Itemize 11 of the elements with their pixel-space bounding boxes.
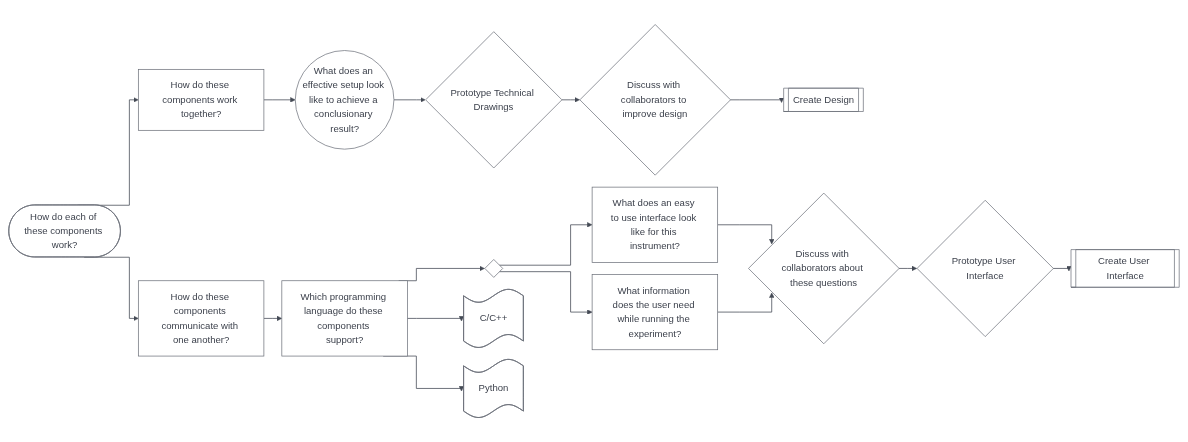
node-diamond: Discuss with collaborators about these questions xyxy=(748,192,900,345)
node-diamond xyxy=(484,259,504,278)
node-box: What does an easy to use interface look like for this instrument? xyxy=(591,186,719,263)
node-diamond: Prototype Technical Drawings xyxy=(425,31,563,169)
node-diamond: Prototype User Interface xyxy=(916,199,1054,337)
node-diamond: Discuss with collaborators to improve design xyxy=(579,24,731,176)
node-circle: What does an effective setup look like to achieve a conclusionary result? xyxy=(294,50,395,150)
node-box: What information does the user need while running the experiment? xyxy=(591,274,719,351)
node-box: Which programming language do these components support? xyxy=(281,280,408,357)
node-box: How do these components work together? xyxy=(138,69,265,131)
node-box: How do these components communicate with one another? xyxy=(138,280,265,357)
